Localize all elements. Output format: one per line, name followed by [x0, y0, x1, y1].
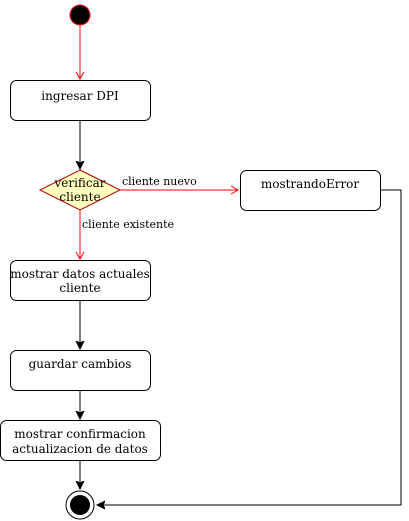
edge-error-to-end: [97, 189, 402, 505]
node-confirmacion-line1: mostrar confirmacion: [14, 427, 146, 441]
node-ingresar-dpi-label: ingresar DPI: [41, 89, 119, 103]
node-guardar-cambios-label: guardar cambios: [29, 357, 132, 371]
node-mostrar-datos-line1: mostrar datos actuales: [10, 267, 150, 281]
end-node-inner: [70, 495, 90, 515]
node-confirmacion-line2: actualizacion de datos: [12, 442, 148, 456]
node-mostrando-error: [240, 170, 381, 211]
node-ingresar-dpi: [10, 80, 151, 121]
edge-label-cliente-nuevo: cliente nuevo: [122, 175, 197, 188]
node-mostrar-datos-line2: cliente: [59, 281, 100, 295]
start-node: [69, 4, 91, 26]
node-confirmacion: [0, 420, 161, 461]
decision-label-line1: verificar: [53, 176, 105, 190]
decision-label-line2: cliente: [59, 190, 100, 204]
node-mostrando-error-label: mostrandoError: [261, 177, 360, 191]
node-mostrar-datos: [10, 260, 151, 301]
edge-label-cliente-existente: cliente existente: [82, 218, 174, 231]
node-guardar-cambios: [10, 350, 151, 391]
